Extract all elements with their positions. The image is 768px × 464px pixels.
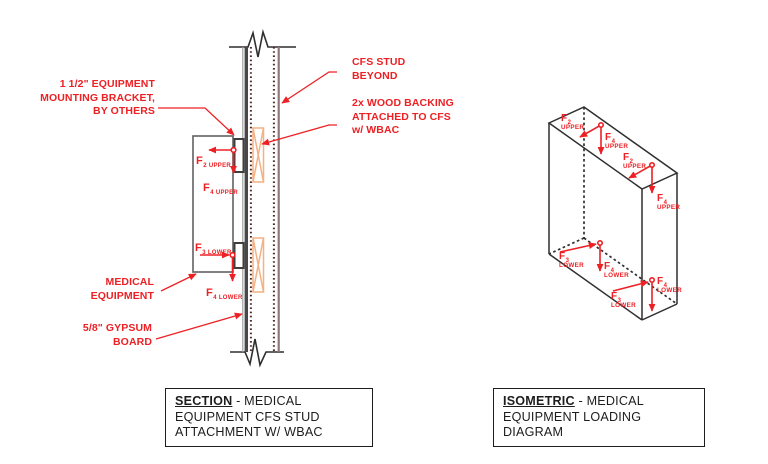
callout-wood-backing: 2x WOOD BACKING ATTACHED TO CFS w/ WBAC [352,97,454,136]
iso-arrow-f3-lower-2 [612,280,649,292]
section-title-box: SECTION - MEDICAL EQUIPMENT CFS STUD ATT… [165,388,373,447]
iso-arrow-f2-upper-2 [628,164,653,179]
anchor-point-upper [230,146,237,154]
iso-label-f4-lower-2: F4 LOWER [657,276,682,294]
force-label-f4-lower: F4 LOWER [206,287,243,301]
isometric-title-box: ISOMETRIC - MEDICAL EQUIPMENT LOADING DI… [493,388,705,447]
isometric-title-line2: EQUIPMENT LOADING [503,409,642,424]
wood-backing-upper [252,127,265,183]
section-title-line2: EQUIPMENT CFS STUD [175,409,320,424]
mounting-bracket-upper [233,138,245,173]
section-title-line3: ATTACHMENT W/ WBAC [175,425,323,440]
iso-force-lower-1 [559,240,604,272]
iso-arrow-f2-upper-1 [579,124,602,138]
iso-force-upper-1 [579,122,605,155]
iso-hidden-edges [548,107,678,305]
iso-label-f2-upper-1: F2 UPPER [561,113,585,131]
isometric-title-line3: DIAGRAM [503,425,564,440]
callout-leaders [155,71,337,340]
iso-label-f3-lower-1: F3 LOWER [559,251,584,269]
medical-equipment-outline [192,135,234,273]
callout-medical-equipment: MEDICAL EQUIPMENT [90,276,154,302]
leader-cfs-stud [281,71,337,104]
leader-gypsum [155,312,243,340]
iso-label-f3-lower-2: F3 LOWER [611,291,636,309]
isometric-title-keyword: ISOMETRIC [503,394,575,408]
force-label-f4-upper: F4 UPPER [203,182,239,196]
wall-assembly [229,28,296,368]
bottom-break-symbol [230,338,284,368]
callout-mounting-bracket: 1 1/2" EQUIPMENT MOUNTING BRACKET, BY OT… [40,78,155,117]
mounting-bracket-lower [233,242,245,269]
iso-label-f2-upper-2: F2 UPPER [623,152,647,170]
leader-wood-backing [261,124,337,146]
iso-label-f4-upper-1: F4 UPPER [605,132,629,150]
section-title-line1: SECTION - MEDICAL [175,394,302,408]
anchor-point-lower [229,251,236,259]
top-break-symbol [229,28,296,58]
section-force-upper [208,146,237,174]
iso-force-upper-2 [628,162,656,194]
iso-forces [559,122,656,312]
force-label-f3-lower: F3 LOWER [195,242,232,256]
iso-force-lower-2 [612,276,656,312]
leader-medical-equipment [160,273,197,292]
callout-gypsum-board: 5/8" GYPSUM BOARD [82,322,152,348]
iso-label-f4-upper-2: F4 UPPER [657,193,681,211]
isometric-title-line1: ISOMETRIC - MEDICAL [503,394,644,408]
section-force-lower [200,251,236,282]
iso-arrow-f3-lower-1 [559,242,597,253]
isometric-box [547,106,679,321]
callout-cfs-stud: CFS STUD BEYOND [352,56,406,82]
section-title-keyword: SECTION [175,394,233,408]
force-label-f2-upper: F2 UPPER [196,155,232,169]
leader-bracket [158,107,235,136]
wood-backing-lower [252,237,265,293]
iso-label-f4-lower-1: F4 LOWER [604,261,629,279]
